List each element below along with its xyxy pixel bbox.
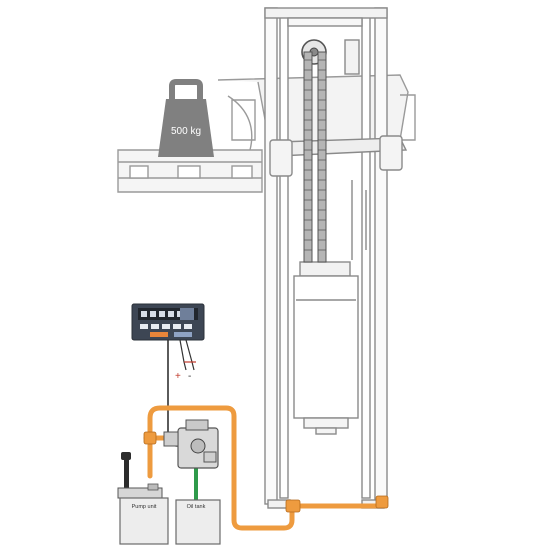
pallet — [117, 149, 263, 193]
valve-block — [163, 419, 219, 469]
display-buttons — [140, 324, 192, 329]
oil-tank-label: Oil tank — [187, 504, 206, 510]
weighing-display-unit — [131, 303, 205, 341]
pump-unit: Pump unit — [117, 452, 169, 545]
display-indicator — [150, 332, 168, 337]
oil-tank: Oil tank — [175, 499, 221, 545]
pump-handle — [124, 454, 129, 488]
weight-label: 500 kg — [171, 126, 201, 137]
mast-outer-right-rail — [374, 7, 388, 505]
lift-chain — [301, 39, 327, 263]
power-minus: - — [188, 371, 191, 382]
pump-unit-label: Pump unit — [132, 504, 157, 510]
hydraulic-fittings — [143, 431, 389, 513]
power-plus: + — [175, 371, 181, 382]
weight-handle — [169, 79, 203, 100]
mast-outer-left-rail — [264, 7, 278, 505]
load-weight: 500 kg — [158, 79, 214, 157]
mast-inner-right-rail — [361, 13, 371, 499]
weight-body — [158, 99, 214, 157]
power-cable — [179, 339, 196, 371]
lift-cylinder — [293, 275, 359, 419]
mast-inner-left-rail — [279, 13, 289, 499]
